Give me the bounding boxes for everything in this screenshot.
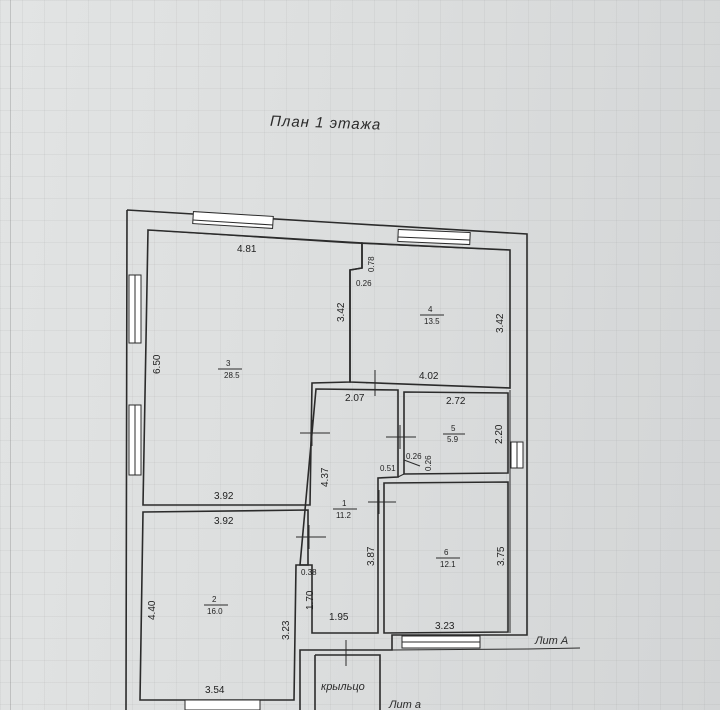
- corner-leaders: [349, 267, 421, 478]
- dim-room-5-right: 2.20: [494, 424, 505, 444]
- dim-corridor-bottom: 1.95: [329, 612, 349, 623]
- window-bottom-left: [184, 699, 261, 710]
- dim-room-2-bottom: 3.54: [205, 685, 225, 696]
- dim-room-6-bottom: 3.23: [435, 621, 455, 632]
- room-3-area: 28.5: [224, 371, 240, 380]
- dim-room-3-bottom: 3.92: [214, 491, 234, 502]
- dim-room-2-top: 3.92: [214, 516, 234, 527]
- dim-room-5-small-b: 0.26: [424, 455, 433, 471]
- window-top-right-sash: [397, 236, 471, 241]
- dim-room-3-right: 3.42: [336, 302, 347, 322]
- dim-room-4-right: 3.42: [495, 313, 506, 333]
- room-6-outline: [383, 481, 509, 634]
- window-top-left-sash: [192, 219, 274, 226]
- dim-room-5-small-a: 0.26: [406, 452, 422, 461]
- room-4-area: 13.5: [424, 317, 440, 326]
- room-4-number: 4: [428, 305, 433, 314]
- outer-wall-outline: [125, 209, 528, 710]
- window-top-right: [397, 228, 471, 246]
- window-top-left: [192, 211, 274, 229]
- dim-room-3-left: 6.50: [152, 354, 163, 374]
- room-5-number: 5: [451, 424, 456, 433]
- dim-corridor-mid: 3.87: [366, 546, 377, 566]
- dim-room-5-top: 2.72: [446, 396, 466, 407]
- room-1-area: 11.2: [336, 511, 352, 520]
- dim-room-4-top-small: 0.78: [367, 256, 376, 272]
- lit-a-line: [391, 647, 581, 651]
- dim-room-6-right: 3.75: [496, 546, 507, 566]
- dim-small-051: 0.51: [380, 464, 396, 473]
- dim-room-2-right: 3.23: [281, 620, 292, 640]
- room-2-number: 2: [212, 595, 217, 604]
- dim-corridor-top: 2.07: [345, 393, 365, 404]
- outer-wall-inner: [147, 229, 511, 633]
- room-2-outline: [139, 509, 309, 701]
- dim-niche-small: 0.38: [301, 568, 317, 577]
- room-6-area: 12.1: [440, 560, 456, 569]
- room-3-outline: [142, 229, 363, 506]
- label-lit-a-main: Лит А: [534, 635, 568, 647]
- room-3-number: 3: [226, 359, 231, 368]
- room-1-number: 1: [342, 499, 347, 508]
- dim-room-2-left: 4.40: [147, 600, 158, 620]
- room-5-area: 5.9: [447, 435, 459, 444]
- door-marks: [296, 370, 416, 666]
- label-lit-a-small: Лит а: [388, 699, 421, 710]
- dim-room-4-bottom: 4.02: [419, 371, 439, 382]
- dim-room-4-corner: 0.26: [356, 279, 372, 288]
- dim-niche-height: 1.70: [305, 590, 316, 610]
- page-margin-line: [10, 0, 11, 710]
- room-6-number: 6: [444, 548, 449, 557]
- plan-title: План 1 этажа: [270, 113, 382, 134]
- room-2-area: 16.0: [207, 607, 223, 616]
- dim-corridor-left: 4.37: [320, 467, 331, 487]
- dim-room-3-top: 4.81: [237, 244, 257, 255]
- label-porch: крыльцо: [321, 681, 365, 693]
- room-5-outline: [403, 391, 509, 475]
